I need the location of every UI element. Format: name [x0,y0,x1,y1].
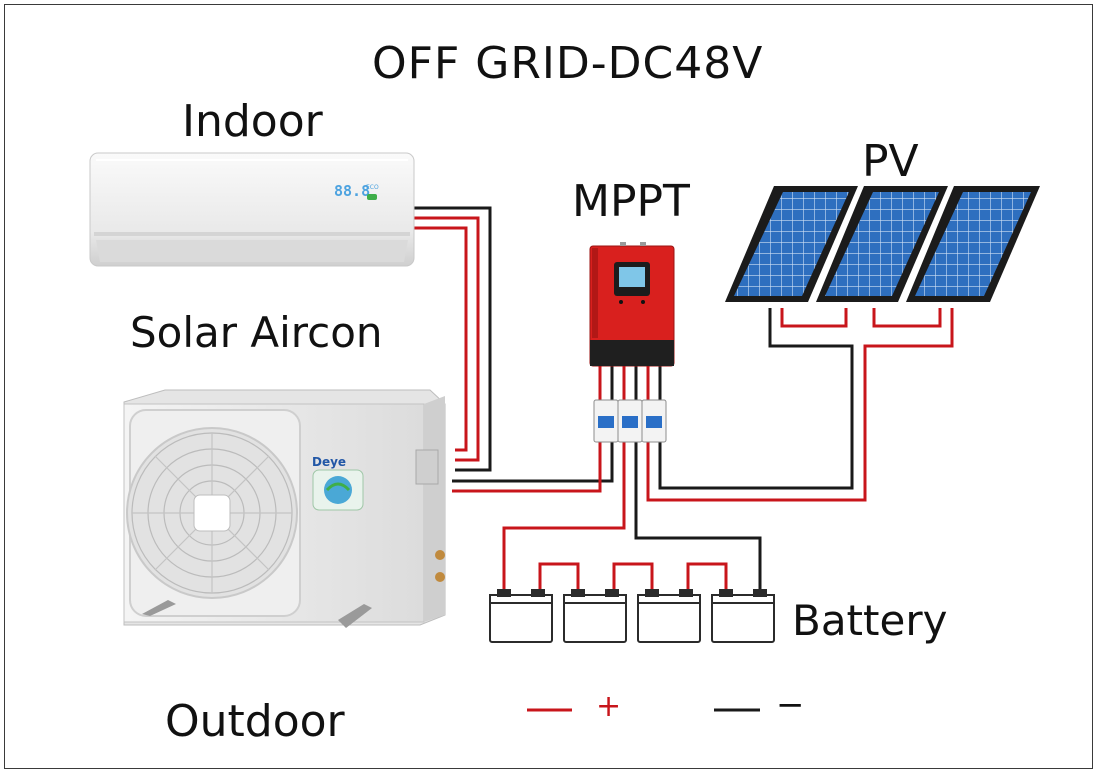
wire-indoor-black [412,206,492,472]
outdoor-label: Outdoor [165,696,345,747]
wire-pv-link-2 [872,308,942,328]
wiring [412,206,954,595]
wire-pv-red [646,308,954,502]
wire-battery-black [634,440,762,595]
diagram-title: OFF GRID-DC48V [372,38,764,89]
battery-label: Battery [792,596,948,645]
mppt-controller-icon [589,242,675,367]
pv-label: PV [862,136,919,187]
legend-negative-symbol: − [776,685,805,725]
solar-aircon-label: Solar Aircon [130,308,383,357]
outdoor-unit-icon [123,389,446,628]
wire-series-2 [612,562,654,595]
indoor-leaf-icon [367,194,377,200]
indoor-eco-badge: ECO [366,184,379,191]
indoor-display-readout: 88.8 [334,182,370,200]
wire-battery-red [502,440,626,595]
breaker-icon [593,399,667,443]
indoor-unit-icon [89,152,415,267]
wire-outdoor-black [452,440,614,483]
solar-panel-icon [725,186,1040,302]
indoor-label: Indoor [182,96,323,147]
wire-indoor-red-outer [412,216,480,462]
outdoor-brand-logo: Deye [312,455,346,469]
wire-pv-black [658,308,854,490]
battery-icon [489,589,775,643]
diagram-frame [4,4,1093,769]
wire-series-1 [538,562,580,595]
wire-series-3 [686,562,728,595]
wire-pv-link-1 [780,308,848,328]
wire-indoor-red-inner [412,226,468,452]
wire-outdoor-red [452,440,602,493]
mppt-label: MPPT [572,176,690,227]
legend-positive-symbol: + [596,689,622,724]
